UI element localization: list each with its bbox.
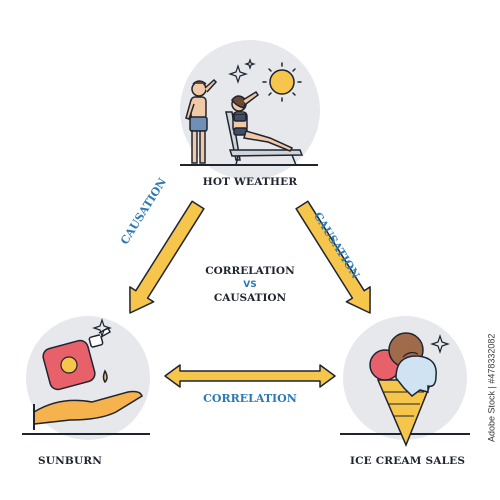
sun-icon bbox=[262, 62, 302, 102]
sparkle-icon bbox=[92, 318, 112, 338]
center-vs: VS bbox=[243, 280, 257, 290]
stock-id-text: Adobe Stock | #478332082 bbox=[486, 333, 496, 442]
ice-cream-sales-label: ICE CREAM SALES bbox=[350, 455, 466, 467]
standing-man-icon bbox=[185, 78, 218, 164]
sparkle-icon bbox=[430, 334, 450, 354]
hand-icon bbox=[33, 390, 143, 430]
ice-cream-icon bbox=[369, 332, 437, 447]
center-title-line1: CORRELATION bbox=[205, 265, 295, 277]
correlation-text: CORRELATION bbox=[203, 392, 297, 405]
left-causation-arrow bbox=[129, 200, 205, 314]
sunburn-label: SUNBURN bbox=[38, 455, 103, 467]
sparkle-icon bbox=[228, 58, 256, 84]
correlation-double-arrow bbox=[164, 364, 336, 388]
center-title-line2: CAUSATION bbox=[213, 292, 287, 304]
right-causation-arrow bbox=[295, 200, 371, 314]
hot-weather-label: HOT WEATHER bbox=[202, 176, 298, 188]
stock-watermark-strip: Adobe Stock | #478332082 bbox=[482, 0, 500, 500]
lounging-woman-icon bbox=[225, 90, 304, 166]
